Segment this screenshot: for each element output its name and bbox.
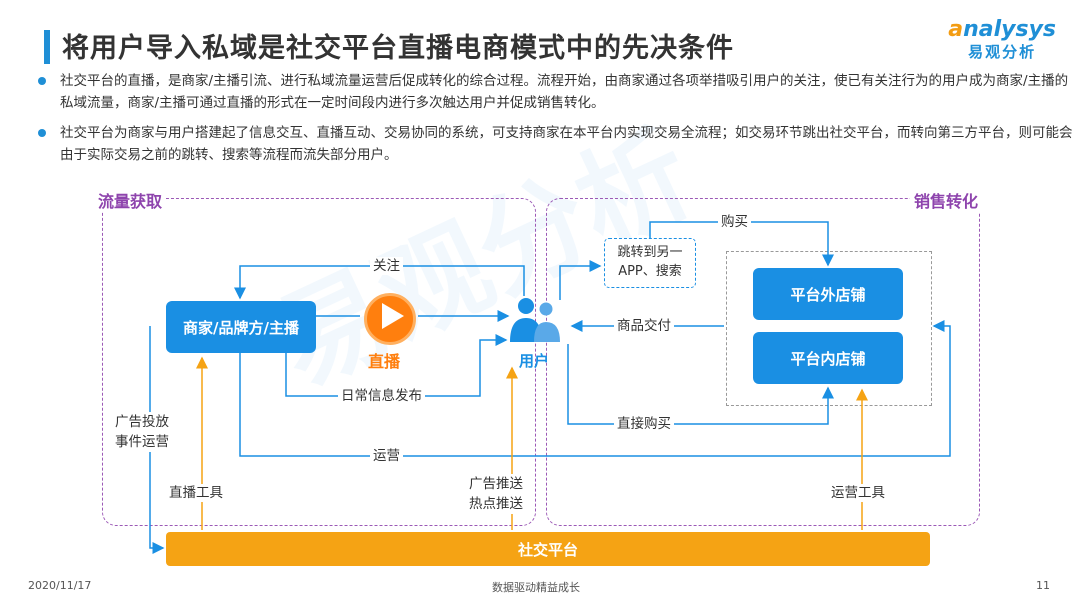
label-operate: 运营 — [370, 447, 403, 465]
bullet-dot-icon — [38, 129, 46, 137]
logo-text: nalysys — [963, 17, 1056, 42]
label-daily-info: 日常信息发布 — [338, 387, 425, 405]
label-ad-line-1: 广告投放 — [115, 414, 169, 430]
outside-store-node: 平台外店铺 — [753, 268, 903, 320]
label-direct-buy: 直接购买 — [614, 415, 674, 433]
play-icon — [364, 293, 416, 345]
arrow-user-to-jump — [559, 260, 602, 300]
arrow-operate — [239, 320, 951, 457]
user-label: 用户 — [519, 352, 550, 370]
label-ad-line-2: 事件运营 — [115, 434, 169, 450]
analysys-logo: analysys 易观分析 — [948, 18, 1056, 62]
bullet-dot-icon — [38, 77, 46, 85]
bullet-text: 社交平台的直播，是商家/主播引流、进行私域流量运营后促成转化的综合过程。流程开始… — [60, 73, 1069, 111]
label-ops-tools: 运营工具 — [828, 484, 888, 502]
footer-date: 2020/11/17 — [28, 579, 92, 592]
live-label: 直播 — [368, 352, 401, 371]
zone-label-traffic: 流量获取 — [94, 188, 167, 212]
page-title: 将用户导入私域是社交平台直播电商模式中的先决条件 — [62, 33, 734, 64]
logo-letter: a — [948, 17, 964, 42]
social-platform-bar: 社交平台 — [166, 532, 930, 566]
inside-store-node: 平台内店铺 — [753, 332, 903, 384]
title-accent-bar — [44, 30, 50, 64]
bullet-text: 社交平台为商家与用户搭建起了信息交互、直播互动、交易协同的系统，可支持商家在本平… — [60, 125, 1073, 163]
arrow-daily-info — [285, 334, 508, 397]
merchant-node: 商家/品牌方/主播 — [166, 301, 316, 353]
label-push-line-2: 热点推送 — [469, 496, 523, 512]
zone-label-sales: 销售转化 — [910, 188, 983, 212]
label-buy: 购买 — [718, 213, 751, 231]
bullet-item: 社交平台的直播，是商家/主播引流、进行私域流量运营后促成转化的综合过程。流程开始… — [36, 70, 1080, 114]
footer-slogan: 数据驱动精益成长 — [492, 581, 580, 594]
jump-line-2: APP、搜索 — [618, 264, 682, 279]
jump-app-box: 跳转到另一 APP、搜索 — [604, 238, 696, 288]
traffic-acquisition-zone — [102, 198, 536, 526]
logo-wordmark: analysys — [948, 18, 1056, 42]
user-icon — [510, 298, 560, 342]
label-ad-placement: 广告投放 事件运营 — [112, 412, 172, 452]
arrow-direct-buy — [567, 344, 834, 425]
page-number: 11 — [1036, 579, 1050, 592]
label-push: 广告推送 热点推送 — [466, 474, 526, 514]
label-follow: 关注 — [370, 257, 403, 275]
sales-conversion-zone — [546, 198, 980, 526]
label-live-tools: 直播工具 — [166, 484, 226, 502]
label-push-line-1: 广告推送 — [469, 476, 523, 492]
label-goods-delivery: 商品交付 — [614, 317, 674, 335]
bullet-item: 社交平台为商家与用户搭建起了信息交互、直播互动、交易协同的系统，可支持商家在本平… — [36, 122, 1080, 166]
arrow-ad-placement — [149, 326, 165, 554]
jump-line-1: 跳转到另一 — [617, 245, 683, 260]
store-group-box — [726, 251, 932, 406]
logo-subtitle: 易观分析 — [968, 43, 1037, 61]
